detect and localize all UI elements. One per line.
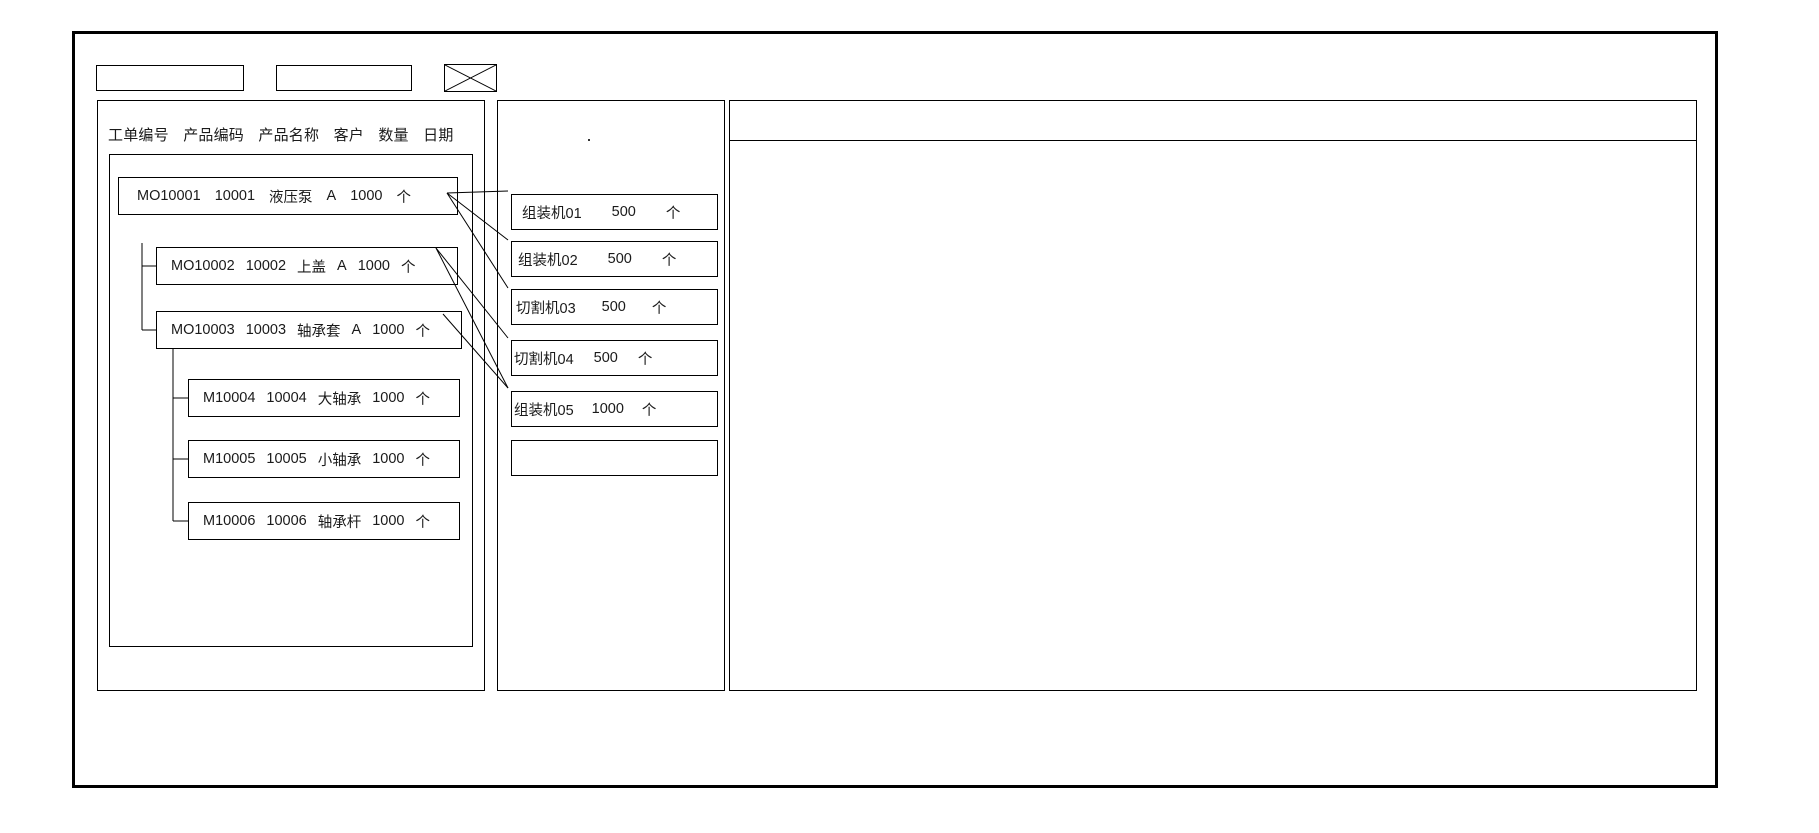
- row-product-code: 10003: [245, 322, 287, 338]
- detail-header-divider: [730, 140, 1696, 141]
- list-item[interactable]: 组装机02 500 个: [511, 241, 718, 277]
- row-unit: 个: [415, 391, 431, 408]
- row-order-no: M10006: [203, 513, 256, 529]
- table-row[interactable]: MO10001 10001 液压泵 A 1000 个: [118, 177, 458, 215]
- toolbar: [96, 64, 497, 92]
- operation-unit: 个: [641, 402, 657, 419]
- column-header-qty: 数量: [378, 127, 409, 144]
- row-order-no: MO10003: [171, 322, 235, 338]
- operation-machine: 组装机05: [514, 402, 574, 419]
- column-header-customer: 客户: [333, 127, 364, 144]
- operation-unit: 个: [661, 252, 677, 269]
- row-qty: 1000: [372, 390, 405, 406]
- operation-qty: 1000: [591, 401, 624, 417]
- row-order-no: M10004: [203, 390, 256, 406]
- column-header-product-name: 产品名称: [258, 127, 320, 144]
- operation-qty: 500: [611, 204, 636, 220]
- list-item[interactable]: 组装机05 1000 个: [511, 391, 718, 427]
- row-unit: 个: [396, 189, 411, 206]
- operation-qty: 500: [601, 299, 626, 315]
- list-item[interactable]: 切割机03 500 个: [511, 289, 718, 325]
- list-item[interactable]: 组装机01 500 个: [511, 194, 718, 230]
- table-row[interactable]: M10005 10005 小轴承 1000 个: [188, 440, 460, 478]
- toolbar-field-1[interactable]: [96, 65, 244, 91]
- row-unit: 个: [415, 452, 431, 469]
- list-item-empty[interactable]: [511, 440, 718, 476]
- operation-machine: 切割机04: [514, 351, 574, 368]
- operation-machine: 切割机03: [516, 300, 576, 317]
- operation-qty: 500: [607, 251, 632, 267]
- row-customer: A: [351, 322, 362, 338]
- image-placeholder-icon[interactable]: [444, 64, 497, 92]
- row-qty: 1000: [357, 258, 390, 274]
- row-unit: 个: [400, 259, 416, 276]
- operation-unit: 个: [651, 300, 667, 317]
- column-header-date: 日期: [423, 127, 454, 144]
- row-product-name: 液压泵: [269, 189, 313, 206]
- window-frame: 工单编号 产品编码 产品名称 客户 数量 日期: [72, 31, 1718, 788]
- list-item[interactable]: 切割机04 500 个: [511, 340, 718, 376]
- dot-marker: [588, 139, 590, 141]
- row-product-name: 上盖: [297, 259, 327, 276]
- row-product-code: 10001: [214, 188, 256, 204]
- table-row[interactable]: M10006 10006 轴承杆 1000 个: [188, 502, 460, 540]
- row-customer: A: [337, 258, 347, 274]
- row-qty: 1000: [372, 513, 405, 529]
- operation-panel: 组装机01 500 个 组装机02 500 个 切割机03 500 个 切割机0…: [497, 100, 725, 691]
- toolbar-field-2[interactable]: [276, 65, 412, 91]
- row-product-name: 轴承套: [297, 323, 341, 340]
- column-header-order-no: 工单编号: [108, 127, 169, 144]
- table-row[interactable]: MO10003 10003 轴承套 A 1000 个: [156, 311, 462, 349]
- work-order-tree: MO10001 10001 液压泵 A 1000 个 MO10002 10002…: [109, 154, 473, 647]
- operation-unit: 个: [665, 205, 681, 222]
- row-unit: 个: [415, 514, 431, 531]
- row-product-code: 10004: [266, 390, 307, 406]
- table-row[interactable]: MO10002 10002 上盖 A 1000 个: [156, 247, 458, 285]
- row-unit: 个: [415, 323, 430, 340]
- row-customer: A: [326, 188, 337, 204]
- column-headers: 工单编号 产品编码 产品名称 客户 数量 日期: [108, 124, 464, 145]
- column-header-product-code: 产品编码: [183, 127, 244, 144]
- row-product-code: 10005: [266, 451, 307, 467]
- crossed-box-icon: [445, 65, 496, 91]
- detail-panel: [729, 100, 1697, 691]
- operation-qty: 500: [593, 350, 618, 366]
- row-qty: 1000: [372, 322, 405, 338]
- table-row[interactable]: M10004 10004 大轴承 1000 个: [188, 379, 460, 417]
- row-product-name: 大轴承: [317, 391, 362, 408]
- row-product-name: 小轴承: [317, 452, 362, 469]
- row-qty: 1000: [372, 451, 405, 467]
- row-order-no: MO10001: [137, 188, 201, 204]
- row-qty: 1000: [350, 188, 383, 204]
- operation-machine: 组装机01: [522, 205, 582, 222]
- operation-unit: 个: [637, 351, 653, 368]
- row-product-code: 10002: [245, 258, 287, 274]
- row-order-no: M10005: [203, 451, 256, 467]
- operation-machine: 组装机02: [518, 252, 578, 269]
- row-product-name: 轴承杆: [317, 514, 362, 531]
- work-order-panel: 工单编号 产品编码 产品名称 客户 数量 日期: [97, 100, 485, 691]
- row-product-code: 10006: [266, 513, 307, 529]
- row-order-no: MO10002: [171, 258, 235, 274]
